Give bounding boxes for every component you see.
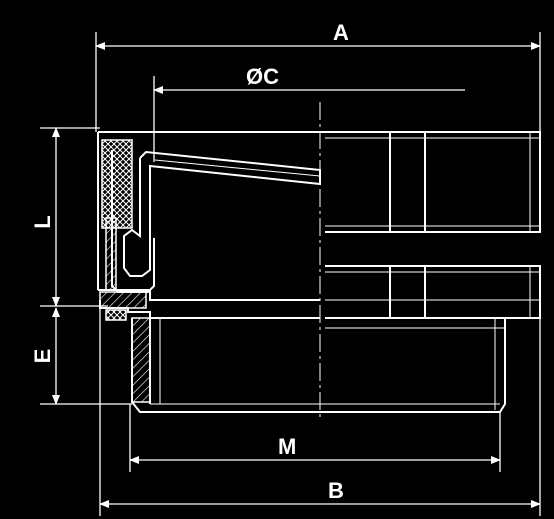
clamp-finger xyxy=(123,150,321,277)
dim-label-m: M xyxy=(278,434,296,459)
dim-label-e: E xyxy=(30,349,55,364)
thread-body xyxy=(131,318,506,413)
body-wall-left xyxy=(131,317,151,403)
flange-section xyxy=(99,291,147,309)
dimension-labels: A ØC L E M B xyxy=(30,20,349,503)
body-hex xyxy=(325,265,541,319)
dimension-lines xyxy=(40,32,541,516)
dim-label-b: B xyxy=(328,478,344,503)
dim-label-a: A xyxy=(333,20,349,45)
gland-body xyxy=(97,131,541,413)
dim-label-l: L xyxy=(30,215,55,228)
seal-insert xyxy=(101,139,133,229)
seal-section xyxy=(99,139,151,403)
seal-lower xyxy=(105,217,117,291)
o-ring xyxy=(105,309,127,321)
dim-label-c: ØC xyxy=(246,64,279,89)
cap-nut xyxy=(98,131,541,233)
